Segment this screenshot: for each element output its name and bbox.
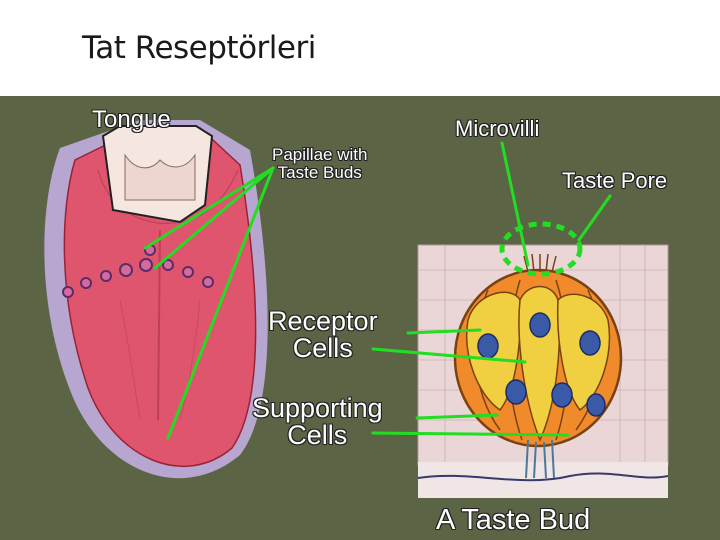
taste-pore-label: Taste Pore: [562, 170, 667, 192]
tongue-illustration: [44, 120, 267, 478]
taste-bud-caption: A Taste Bud: [436, 506, 590, 535]
papillae-label: Papillae with Taste Buds: [272, 146, 367, 181]
receptor-cells-label-line1: Receptor: [268, 308, 378, 335]
taste-bud-illustration: [418, 224, 668, 498]
microvilli-label: Microvilli: [455, 118, 539, 140]
supporting-cells-label: Supporting Cells: [252, 395, 383, 449]
papillae-label-line2: Taste Buds: [272, 164, 367, 181]
receptor-cells-label: Receptor Cells: [268, 308, 378, 362]
supporting-cells-label-line1: Supporting: [252, 395, 383, 422]
tongue-label: Tongue: [92, 108, 171, 132]
papillae-label-line1: Papillae with: [272, 146, 367, 163]
supporting-cells-label-line2: Cells: [252, 422, 383, 449]
receptor-cells-label-line2: Cells: [268, 335, 378, 362]
